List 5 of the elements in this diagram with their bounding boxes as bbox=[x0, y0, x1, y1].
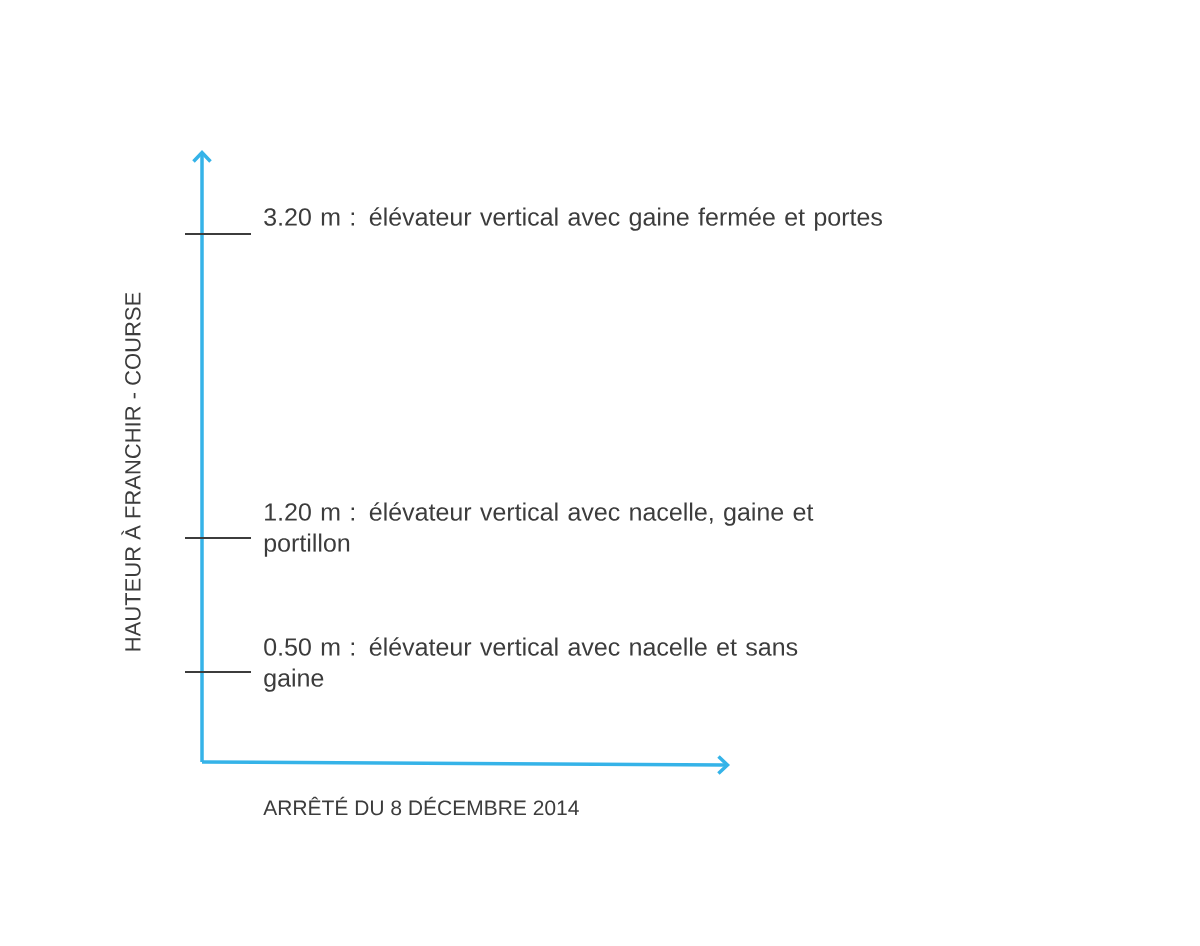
level-label: 0.50 m : élévateur vertical avec nacelle et sans gaine bbox=[264, 637, 798, 692]
level-label: 3.20 m : élévateur vertical avec gaine fermée et portes bbox=[264, 207, 882, 231]
level-label: 1.20 m : élévateur vertical avec nacelle, gaine et portillon bbox=[264, 502, 814, 557]
axis-label: ARRÊTÉ DU 8 DÉCEMBRE 2014 bbox=[263, 796, 579, 816]
axis-label: HAUTEUR À FRANCHIR - COURSE bbox=[121, 292, 141, 651]
